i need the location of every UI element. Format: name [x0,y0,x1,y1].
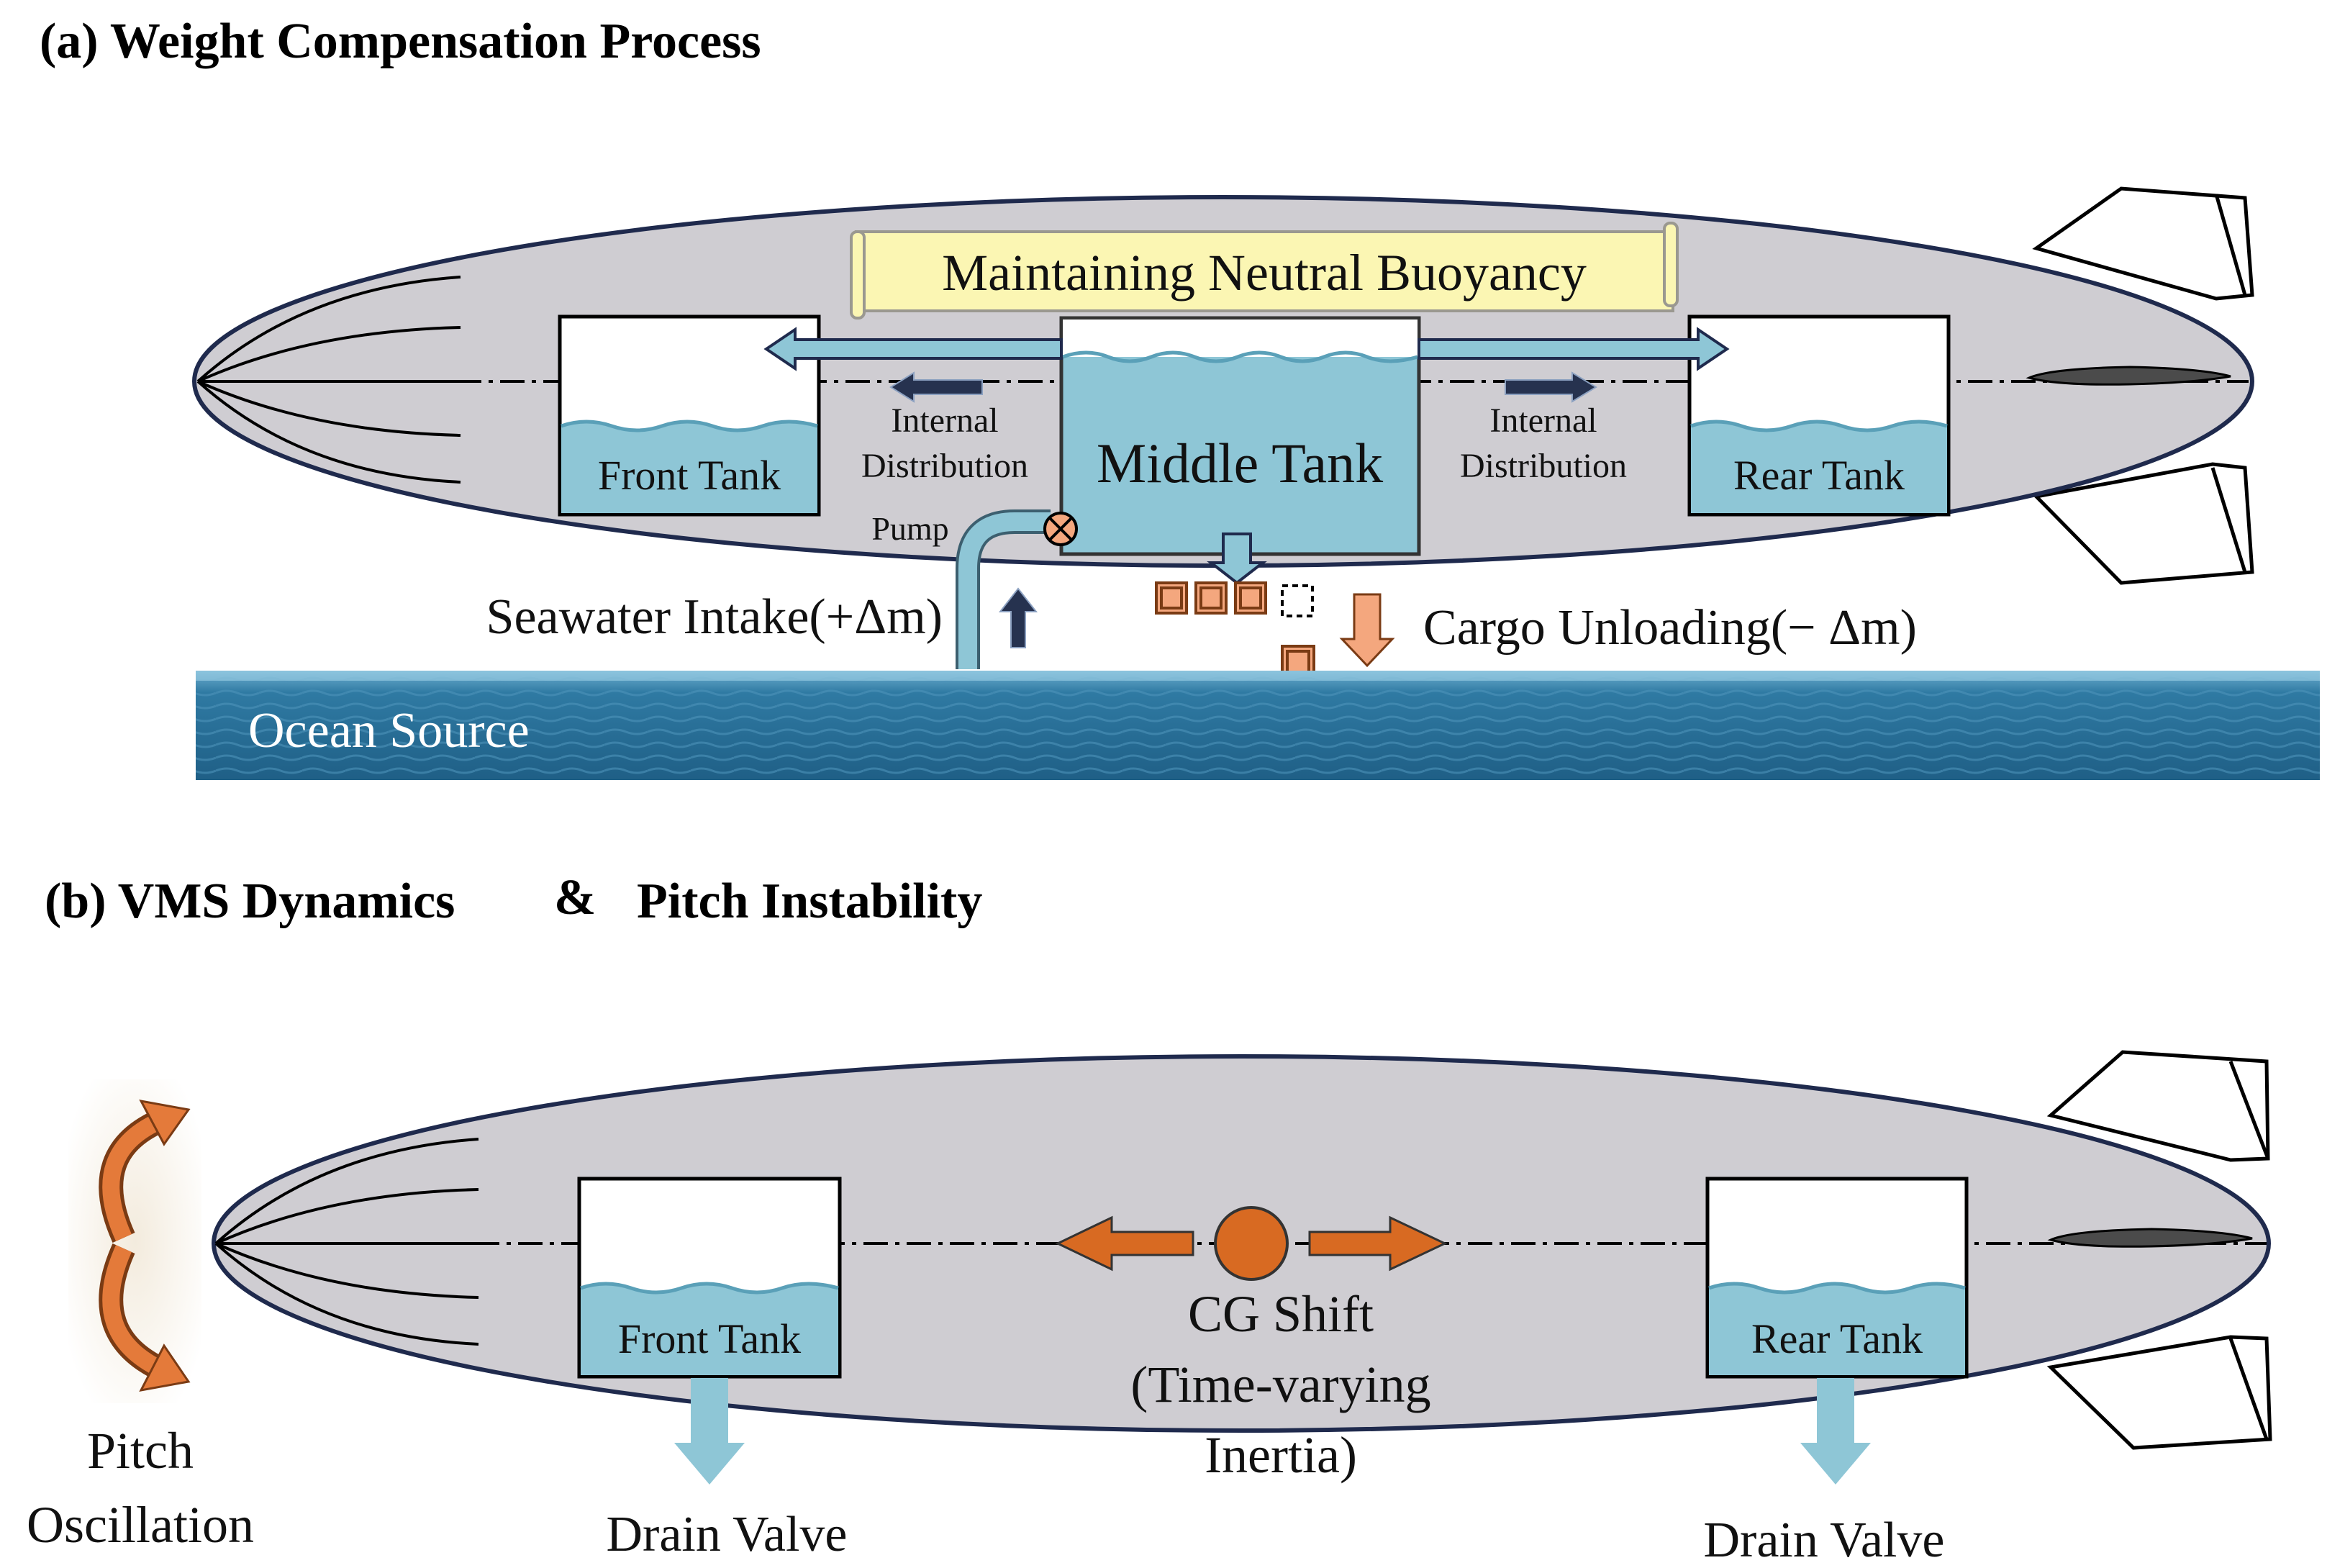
seawater-intake-label: Seawater Intake(+Δm) [486,589,943,645]
cg-shift-line2: (Time-varying [1130,1356,1430,1413]
cg-shift-marker [1055,1206,1448,1281]
fin-icon-b [2046,1050,2272,1450]
internal-distribution-arrows [889,371,1597,403]
cg-shift-line1: CG Shift [1188,1285,1374,1343]
hydrofoil-icon [2026,366,2231,386]
internal-right-line1: Internal [1489,402,1597,440]
rear-tank-a-label: Rear Tank [1733,452,1905,499]
middle-tank-label: Middle Tank [1097,432,1383,494]
pitch-label-line1: Pitch [87,1422,194,1479]
middle-tank: Middle Tank [1059,316,1421,556]
panel-a-title: (a) Weight Compensation Process [40,14,761,69]
cargo-box-icon [1155,581,1315,679]
front-tank-b-label: Front Tank [618,1315,801,1362]
drain-arrows [674,1378,1871,1485]
front-tank-b: Front Tank [577,1177,842,1379]
neutral-buoyancy-banner: Maintaining Neutral Buoyancy [850,222,1679,320]
fin-icon [2032,186,2254,585]
panel-b-title-1: (b) VMS Dynamics [45,874,455,929]
drain-valve-right-label: Drain Valve [1704,1513,1945,1568]
internal-left-line1: Internal [891,402,998,440]
pump-pipe [956,509,1051,669]
drain-valve-left-label: Drain Valve [607,1507,848,1562]
cargo-unloading-label: Cargo Unloading(− Δm) [1423,600,1917,656]
ocean-source: Ocean Source [196,671,2320,780]
cargo-unloading-arrow [1339,593,1395,668]
internal-left-line2: Distribution [861,447,1028,485]
banner-label: Maintaining Neutral Buoyancy [942,244,1587,302]
intake-arrow [998,587,1038,648]
pump-valve-icon [1043,512,1078,546]
pump-label: Pump [871,510,948,547]
rear-tank-b-label: Rear Tank [1751,1315,1923,1362]
panel-b-title-amp: & [554,870,596,925]
front-tank-a-label: Front Tank [598,452,781,499]
hydrofoil-icon-b [2047,1228,2253,1248]
panel-b-title-2: Pitch Instability [637,874,982,929]
rear-tank-a: Rear Tank [1687,314,1951,517]
internal-right-line2: Distribution [1460,447,1627,485]
cg-shift-line3: Inertia) [1205,1426,1357,1484]
distribution-arrows-large [763,327,1730,371]
ocean-source-label: Ocean Source [248,703,530,758]
rear-tank-b: Rear Tank [1705,1177,1969,1379]
cargo-drop-arrow [1207,533,1267,585]
pitch-arrow-icon [68,1079,201,1403]
pitch-label-line2: Oscillation [27,1496,254,1554]
